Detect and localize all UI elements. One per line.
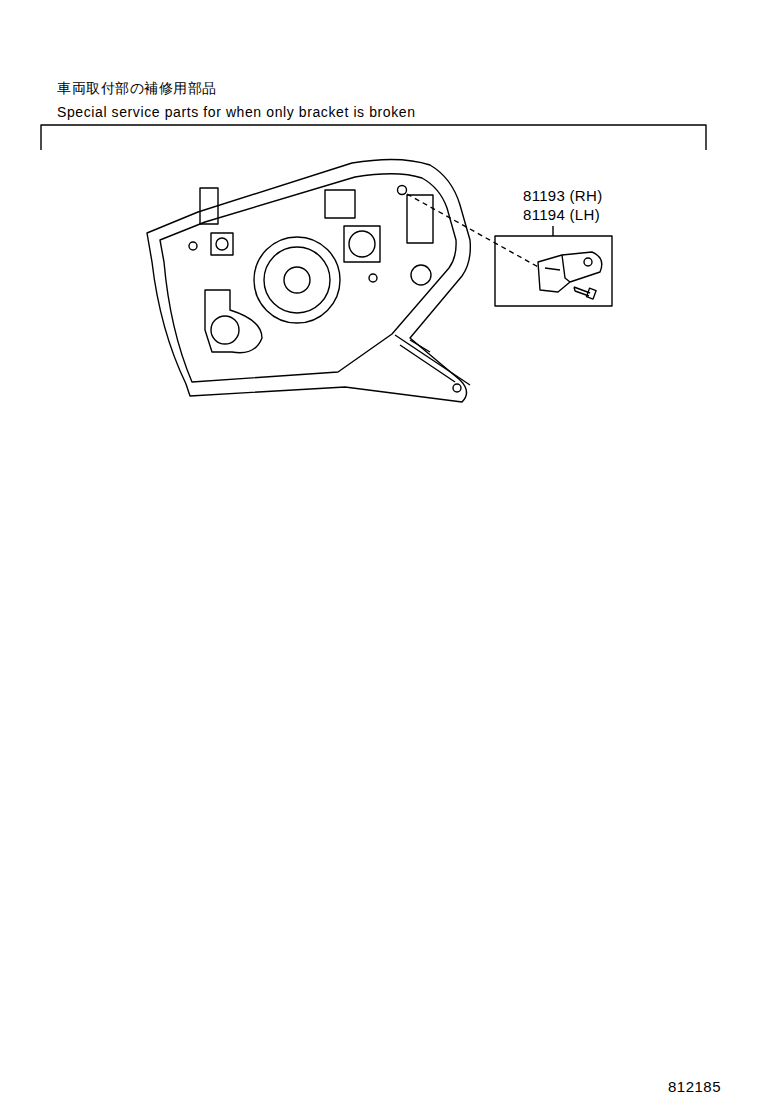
- tab: [407, 195, 433, 243]
- socket: [344, 226, 380, 262]
- housing-inner: [160, 174, 456, 382]
- flange: [395, 335, 470, 385]
- lamp-center: [284, 267, 310, 293]
- dashed-leader: [407, 194, 540, 268]
- housing-outline: [147, 159, 470, 402]
- leader-line: [552, 226, 553, 236]
- hole: [398, 186, 407, 195]
- hole: [453, 384, 461, 392]
- clip-hole: [216, 238, 228, 250]
- header-japanese: 車両取付部の補修用部品: [57, 80, 217, 96]
- socket-hole: [349, 231, 375, 257]
- part-number: 81193 (RH): [523, 187, 602, 204]
- adjuster-gear: [211, 316, 239, 344]
- bracket-hole: [584, 258, 592, 266]
- hole: [369, 274, 377, 282]
- header-english: Special service parts for when only brac…: [57, 104, 416, 120]
- clip: [211, 233, 233, 255]
- lamp-socket: [254, 237, 340, 323]
- figure-number: 812185: [668, 1078, 721, 1095]
- adjuster: [205, 290, 262, 353]
- tab: [325, 190, 355, 218]
- header-bracket: [41, 125, 706, 150]
- screw-head: [586, 288, 596, 299]
- bracket-detail: [545, 255, 570, 282]
- bracket-part: [538, 252, 602, 292]
- inset-box: [495, 236, 612, 306]
- socket-hole: [411, 265, 431, 285]
- hole: [189, 242, 197, 250]
- part-number: 81194 (LH): [523, 206, 600, 223]
- lamp-ring: [264, 247, 330, 313]
- tab: [200, 188, 218, 224]
